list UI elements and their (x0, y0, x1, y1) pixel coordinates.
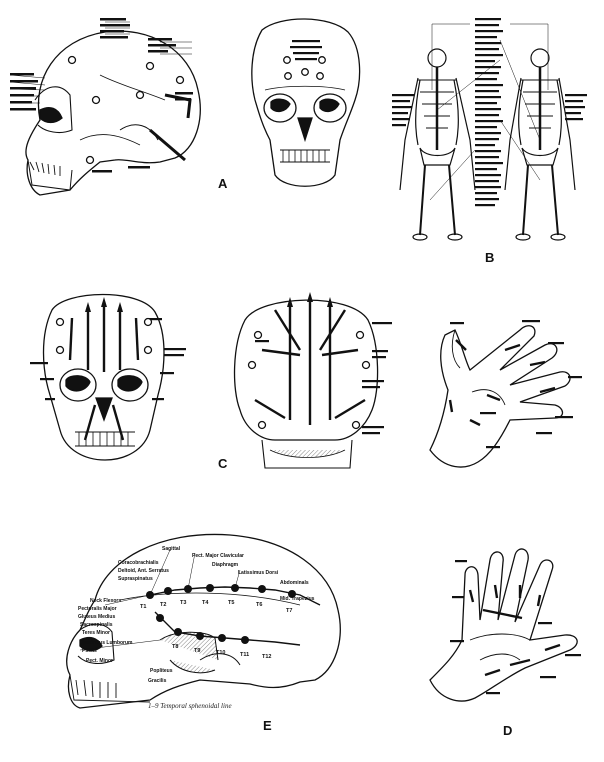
segment-label: T6 (256, 602, 262, 608)
segment-label: T7 (286, 608, 292, 614)
segment-label: T4 (202, 600, 209, 606)
muscle-label: Mid. Trapezius (280, 596, 315, 602)
segment-label: T1 (140, 604, 146, 610)
hand-palm-middle-right (429, 320, 582, 468)
muscle-label: Neck Flexors (90, 598, 121, 604)
segment-label: T8 (172, 644, 178, 650)
panel-letter-b: B (485, 250, 495, 265)
muscle-label: Teres Minor (82, 630, 110, 636)
muscle-label: Sagittal (162, 546, 181, 552)
panel-letter-a: A (218, 176, 228, 191)
muscle-label: Psoas (82, 648, 97, 654)
segment-label: T12 (262, 654, 271, 660)
panel-b-skeletons (392, 18, 587, 241)
muscle-label: Pectoralis Major (78, 606, 117, 612)
muscle-label: Quadratus Lumborum (80, 640, 133, 646)
segment-label: T5 (228, 600, 234, 606)
segment-label: T11 (240, 652, 249, 658)
muscle-label: Deltoid, Ant. Serratus (118, 568, 169, 574)
muscle-label: Pect. Major Clavicular (192, 553, 244, 559)
muscle-label: Gluteus Medius (78, 614, 115, 620)
panel-e-lateral-skull (66, 533, 341, 709)
segment-label: T3 (180, 600, 186, 606)
muscle-label: Popliteus (150, 668, 173, 674)
muscle-label: Latissimus Dorsi (238, 570, 279, 576)
muscle-label: Abdominals (280, 580, 309, 586)
panel-letter-d: D (503, 723, 513, 738)
panel-a-lateral-skull (9, 18, 201, 196)
muscle-label: Supraspinatus (118, 576, 153, 582)
segment-label: T10 (216, 650, 225, 656)
segment-label: T2 (160, 602, 166, 608)
muscle-label: Gracilis (148, 678, 167, 684)
muscle-label: Pect. Minor (86, 658, 113, 664)
panel-e-caption: 1–9 Temporal sphenoidal line (148, 702, 232, 710)
panel-d-hand (429, 548, 581, 702)
panel-letter-e: E (263, 718, 272, 733)
panel-c-front-skull (30, 293, 186, 461)
panel-letter-c: C (218, 456, 228, 471)
front-skull-top (251, 18, 361, 187)
muscle-label: Sacrospinalis (80, 622, 113, 628)
back-skull-middle (233, 292, 392, 469)
muscle-label: Diaphragm (212, 562, 239, 568)
muscle-label: Coracobrachialis (118, 560, 159, 566)
segment-label: T9 (194, 648, 200, 654)
